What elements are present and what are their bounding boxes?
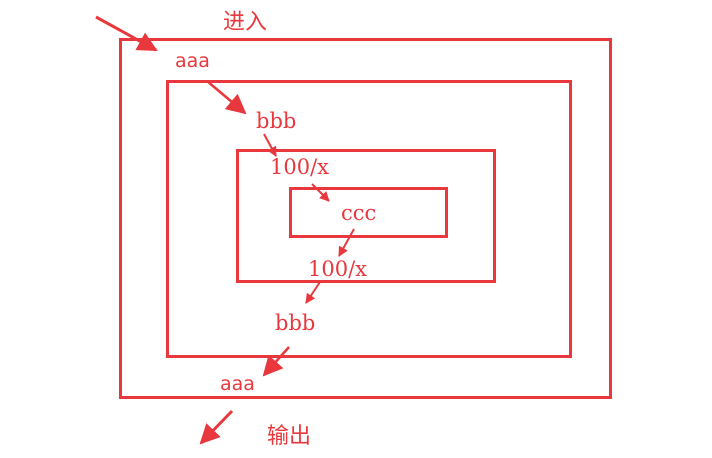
inner-box [289,187,448,238]
enter-label: 进入 [223,10,268,35]
outer-box [119,38,612,399]
hundred-out-label: 100/x [308,257,368,281]
arrow-enter [95,15,158,52]
aaa-out-label: aaa [220,373,255,395]
arrow-100-to-bbb [305,281,321,304]
arrow-ccc-to-100 [338,228,355,257]
arrow-aaa-to-bbb [206,80,247,115]
arrow-exit [199,409,234,445]
arrow-100-to-ccc [311,183,330,202]
arrow-bbb-to-100 [263,133,277,157]
exit-label: 输出 [267,424,312,449]
bbb-out-label: bbb [275,311,316,335]
aaa-in-label: aaa [175,50,210,72]
second-box [166,80,572,358]
ccc-label: ccc [341,201,377,225]
bbb-in-label: bbb [256,109,297,133]
third-box [236,149,496,283]
hundred-in-label: 100/x [270,155,330,179]
arrow-bbb-to-aaa [262,346,290,377]
